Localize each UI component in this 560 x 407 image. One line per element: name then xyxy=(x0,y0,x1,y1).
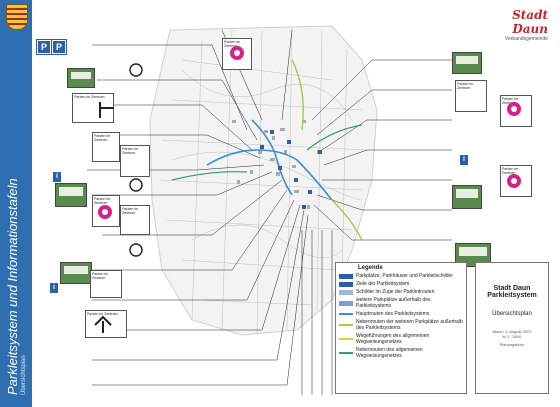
parking-sign-p-2: P xyxy=(51,39,67,55)
direction-sign-2: Parken im Zentrum xyxy=(92,132,120,162)
title-block: Stadt Daun Parkleitsystem Übersichtsplan… xyxy=(475,262,549,394)
roundabout-icon xyxy=(129,63,143,77)
info-sign-i-2: i xyxy=(50,283,58,293)
left-sidebar-band: Parkleitsystem und Informationstafeln Üb… xyxy=(0,0,32,407)
legend-row: weitere Parkplätze außerhalb des Parklei… xyxy=(339,297,463,309)
sidebar-title: Parkleitsystem und Informationstafeln xyxy=(5,178,20,395)
brand-logo: Stadt Daun Verbandsgemeinde xyxy=(476,8,548,42)
title-block-date: Stand: 1. August 2007 xyxy=(492,329,532,334)
side-route-lines xyxy=(291,59,363,241)
info-sign-i: i xyxy=(53,172,61,182)
title-block-office: Planungsbüro xyxy=(499,342,525,347)
photo-thumbnail xyxy=(67,68,95,88)
photo-thumbnail-4 xyxy=(452,185,482,209)
photo-thumbnail-2 xyxy=(452,52,482,74)
parking-sign-p: P xyxy=(36,39,52,55)
direction-sign-10: Parken im Zentrum xyxy=(500,95,532,127)
title-block-town: Stadt Daun xyxy=(493,285,531,292)
direction-sign-7: Parken im Zentrum xyxy=(455,80,487,112)
parking-target-icon-4 xyxy=(98,205,112,219)
direction-sign-3: Parken im Zentrum xyxy=(120,145,150,177)
legend-title: Legende xyxy=(358,265,383,271)
town-crest-icon xyxy=(6,4,28,30)
junction-arrow-icon xyxy=(99,102,114,118)
legend-row: Wegeführungen des allgemeinen Wegweisung… xyxy=(339,333,463,345)
legend-row: Ziele der Parkleitsystem xyxy=(339,281,463,287)
direction-sign-6: Parken im Zentrum xyxy=(120,205,150,235)
main-route-lines xyxy=(206,119,333,201)
sidebar-subtitle: Übersichtsplan xyxy=(21,355,27,395)
parking-target-icon xyxy=(230,46,244,60)
info-sign-i-4: i xyxy=(460,155,468,165)
direction-sign-9: Parken im Zentrum xyxy=(92,195,120,227)
title-block-scale: M 1 : 5000 xyxy=(502,334,522,339)
photo-thumbnail-6 xyxy=(60,262,92,284)
brand-name: Stadt Daun xyxy=(512,8,548,36)
direction-sign-4: Parken im Zentrum xyxy=(90,270,122,298)
direction-sign-5: Parken im Zentrum xyxy=(85,310,127,338)
map-legend: Legende Parkplätze, Parkhäuser und Parkl… xyxy=(335,262,467,394)
parking-markers xyxy=(260,130,322,209)
parking-target-icon-3 xyxy=(507,174,521,188)
map-base xyxy=(149,25,378,336)
legend-row: Schilder im Zuge der Parkleitrouten xyxy=(339,289,463,295)
title-block-system: Parkleitsystem xyxy=(487,292,537,299)
direction-sign-8: Parken im Zentrum xyxy=(222,38,252,70)
legend-row: Parkplätze, Parkhäuser und Parkleitschil… xyxy=(339,273,463,279)
legend-row: Nebenrouten der weiteren Parkplätze auße… xyxy=(339,319,463,331)
green-route-lines xyxy=(171,124,363,181)
parking-target-icon-2 xyxy=(507,102,521,116)
photo-thumbnail-3 xyxy=(55,183,87,207)
brand-sub: Verbandsgemeinde xyxy=(504,36,548,42)
roundabout-icon-3 xyxy=(129,243,143,257)
roundabout-icon-2 xyxy=(129,178,143,192)
legend-row: Hauptrouten des Parkleitsystems xyxy=(339,311,463,317)
title-block-plan: Übersichtsplan xyxy=(492,311,532,317)
legend-row: Nebenrouten des allgemeinen Wegweisungsn… xyxy=(339,347,463,359)
junction-arrow-icon-2 xyxy=(94,315,112,333)
